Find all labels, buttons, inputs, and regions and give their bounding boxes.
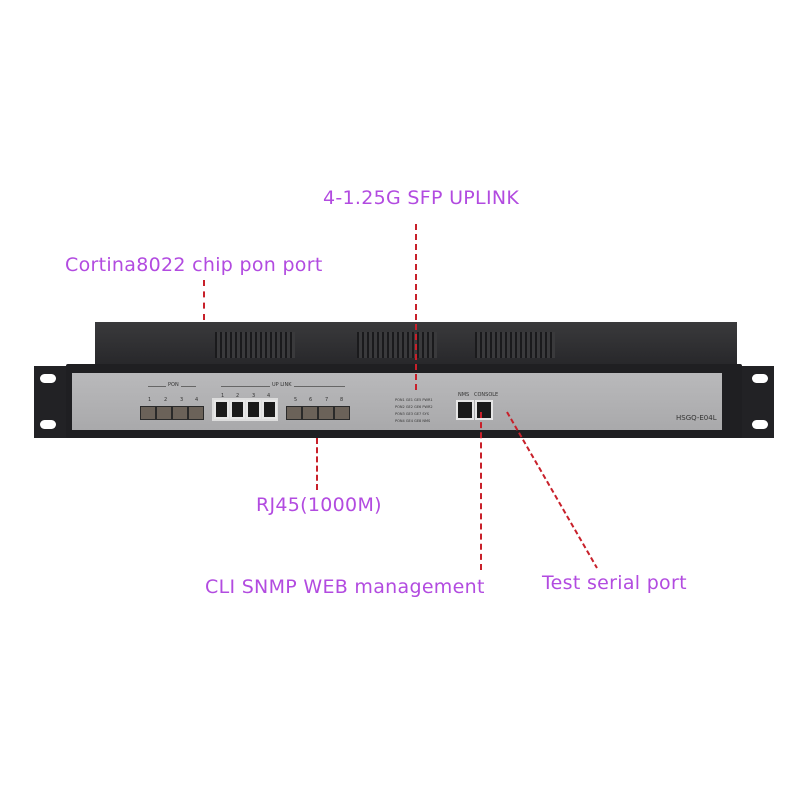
annotation-sfp-uplink: 4-1.25G SFP UPLINK xyxy=(323,187,520,209)
vent xyxy=(215,332,295,358)
sfp-port-7 xyxy=(318,406,334,420)
sfp-port-5 xyxy=(286,406,302,420)
sfp-port-8 xyxy=(334,406,350,420)
led-panel: PON1 GE1 GE5 PWR1 PON2 GE2 GE6 PWR2 PON3… xyxy=(395,398,433,423)
leader-line-management xyxy=(480,412,482,570)
vent xyxy=(357,332,437,358)
annotation-rj45: RJ45(1000M) xyxy=(256,494,382,516)
annotation-serial-port: Test serial port xyxy=(542,572,687,594)
pon-port-3 xyxy=(172,406,188,420)
rack-ear-left xyxy=(34,366,68,438)
rj45-port-1 xyxy=(214,400,229,419)
rj45-port-3 xyxy=(246,400,261,419)
sfp-port-6 xyxy=(302,406,318,420)
nms-port xyxy=(456,400,474,420)
leader-line-pon xyxy=(203,280,205,320)
vent xyxy=(475,332,555,358)
model-label: HSGQ-E04L xyxy=(676,414,717,422)
rj45-port-2 xyxy=(230,400,245,419)
console-port xyxy=(475,400,493,420)
nms-label: NMS xyxy=(458,392,470,398)
leader-line-sfp xyxy=(415,224,417,390)
pon-group-label: PON xyxy=(166,382,181,388)
console-label: CONSOLE xyxy=(474,392,499,398)
uplink-group-label: UP LINK xyxy=(270,382,294,388)
pon-port-1 xyxy=(140,406,156,420)
annotation-management: CLI SNMP WEB management xyxy=(205,576,485,598)
rj45-port-4 xyxy=(262,400,277,419)
pon-port-4 xyxy=(188,406,204,420)
leader-line-rj45 xyxy=(316,438,318,490)
rack-ear-right xyxy=(740,366,774,438)
annotation-pon-port: Cortina8022 chip pon port xyxy=(65,254,323,276)
pon-port-2 xyxy=(156,406,172,420)
